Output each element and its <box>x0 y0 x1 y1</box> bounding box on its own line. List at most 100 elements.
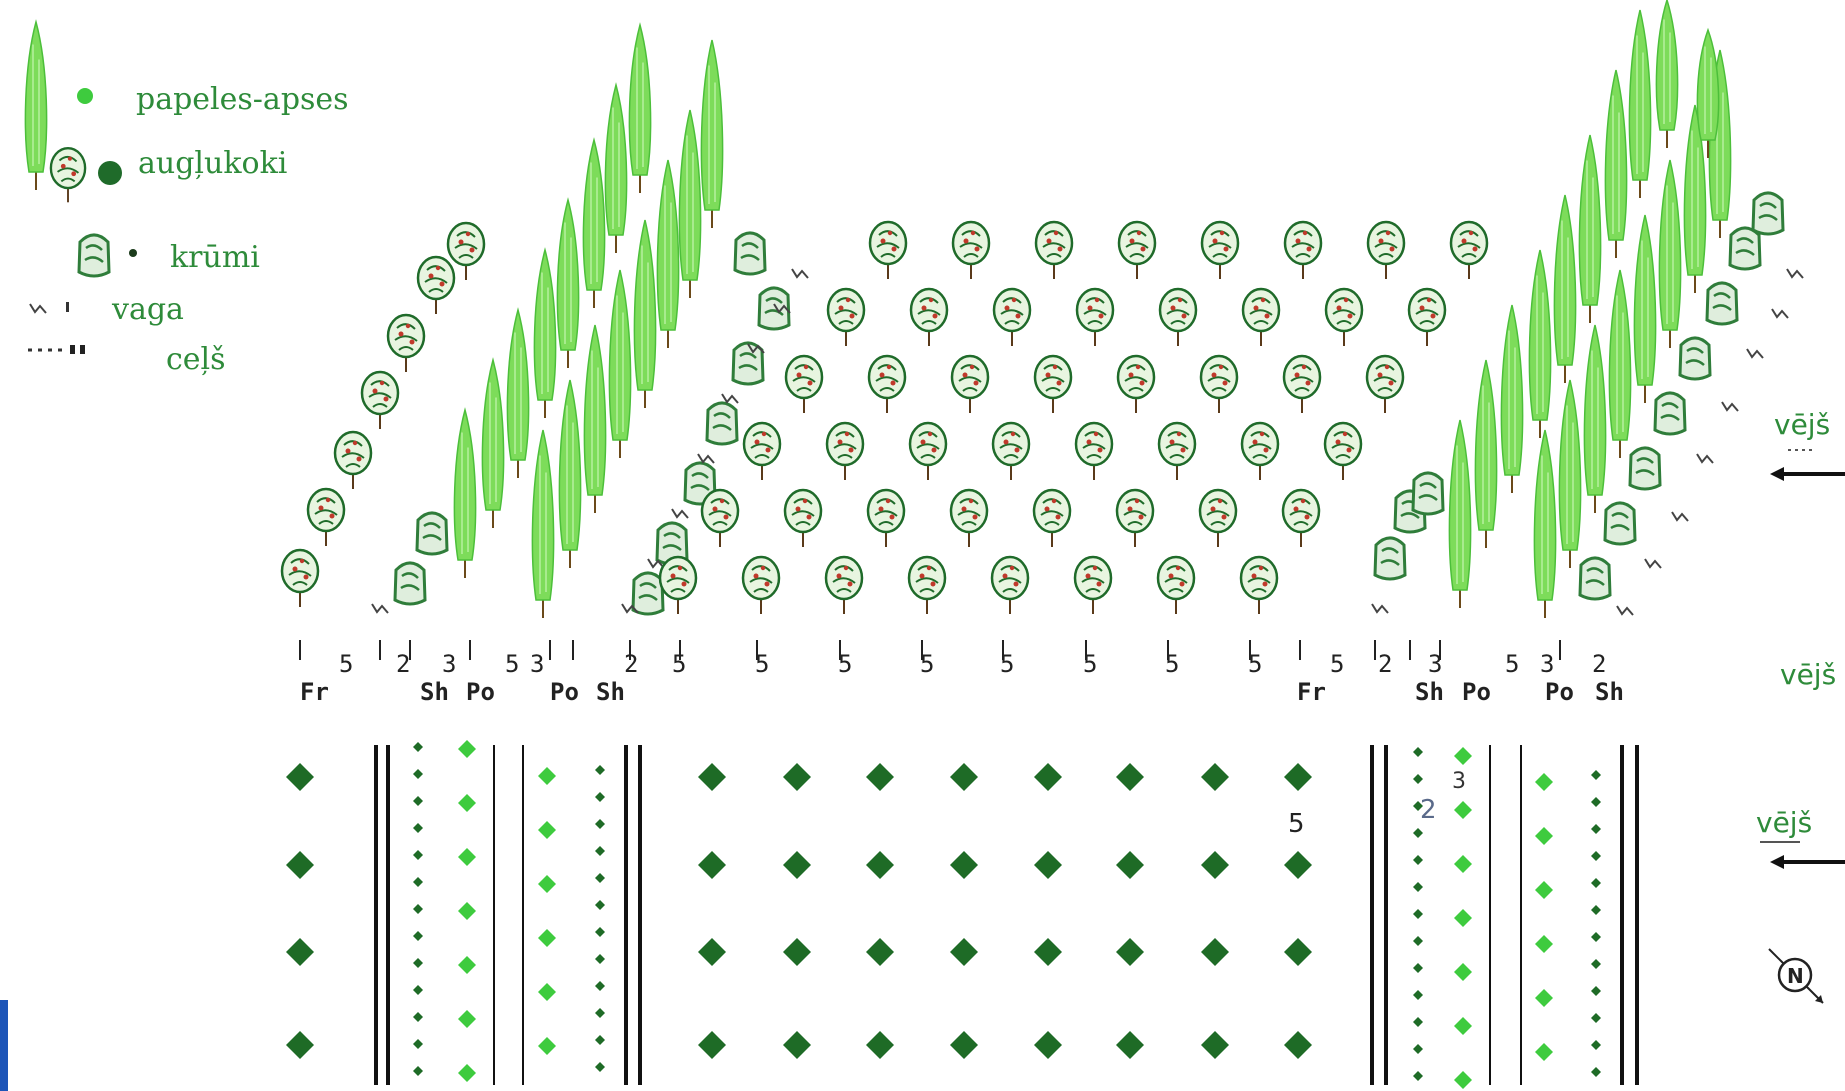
fruit <box>1303 231 1307 235</box>
fruit-tree-icon <box>1409 289 1445 346</box>
poplar-crown <box>1697 30 1718 140</box>
plan-tree-dot <box>866 763 894 791</box>
legend-dot-fruit-tree <box>98 161 122 185</box>
fruit <box>1420 306 1425 311</box>
poplar-icon <box>482 360 503 528</box>
fruit <box>1135 499 1139 503</box>
plan-tree-dot <box>595 1062 605 1072</box>
plan-tree-dot <box>1535 773 1553 791</box>
plan-label-five: 5 <box>1288 809 1305 839</box>
plan-tree-dot <box>698 1031 726 1059</box>
fruit <box>1252 574 1257 579</box>
plan-tree-dot <box>1284 938 1312 966</box>
fruit <box>1097 582 1102 587</box>
furrow-icon <box>1772 309 1788 318</box>
legend-dot-poplar <box>77 88 93 104</box>
poplar-crown <box>584 325 605 495</box>
fruit <box>848 582 853 587</box>
fruit <box>346 449 351 454</box>
fruit-tree-icon <box>826 557 862 614</box>
shrub-icon <box>417 513 447 554</box>
fruit <box>921 440 926 445</box>
fruit <box>963 373 968 378</box>
fruit <box>440 282 445 287</box>
plan-tree-dot <box>413 850 423 860</box>
poplar-crown <box>1584 325 1605 495</box>
plan-tree-dot <box>1591 1067 1601 1077</box>
fruit-tree-icon <box>786 356 822 413</box>
plan-tree-dot <box>595 792 605 802</box>
fruit-tree-icon <box>51 148 85 202</box>
plan-tree-dot <box>1591 1040 1601 1050</box>
poplar-crown <box>507 310 528 460</box>
fruit <box>1011 432 1015 436</box>
poplar-crown <box>1579 135 1600 305</box>
plan-tree-dot <box>1591 797 1601 807</box>
spacing-value: 3 <box>1540 650 1554 678</box>
poplar-icon <box>629 25 650 193</box>
shrub-body <box>1680 338 1710 379</box>
fruit <box>1295 373 1300 378</box>
fruit <box>1046 373 1051 378</box>
compass-letter: N <box>1787 964 1804 988</box>
furrow-icon <box>1787 269 1803 278</box>
fruit-tree-icon <box>868 490 904 547</box>
fruit <box>1057 381 1062 386</box>
spacing-value: 5 <box>339 650 353 678</box>
fruit <box>1302 365 1306 369</box>
fruit <box>844 566 848 570</box>
poplar-icon <box>679 110 700 298</box>
furrow-icon <box>1722 402 1738 411</box>
spacing-value: 3 <box>442 650 456 678</box>
fruit <box>1088 306 1093 311</box>
furrow-icon <box>672 509 688 518</box>
plan-tree-dot <box>1454 1017 1472 1035</box>
poplar-crown <box>1629 10 1650 180</box>
fruit <box>380 381 384 385</box>
shrub-body <box>759 288 789 329</box>
fruit <box>964 239 969 244</box>
poplar-icon <box>1656 0 1677 148</box>
fruit <box>766 448 771 453</box>
fruit-tree-icon <box>869 356 905 413</box>
shrub-body <box>417 513 447 554</box>
plan-tree-dot <box>1591 851 1601 861</box>
shrub-body <box>1413 473 1443 514</box>
plan-tree-dot <box>1284 1031 1312 1059</box>
fruit <box>922 306 927 311</box>
fruit <box>1301 499 1305 503</box>
fruit <box>1181 448 1186 453</box>
fruit <box>1015 448 1020 453</box>
plan-tree-dot <box>950 1031 978 1059</box>
fruit <box>1047 239 1052 244</box>
fruit <box>1098 448 1103 453</box>
fruit <box>1093 566 1097 570</box>
legend-dot-shrub <box>129 249 137 257</box>
poplar-crown <box>1559 380 1580 550</box>
poplar-icon <box>1605 70 1626 258</box>
fruit <box>846 298 850 302</box>
poplar-icon <box>657 160 678 348</box>
fruit <box>1213 239 1218 244</box>
fruit <box>804 365 808 369</box>
fruit <box>931 582 936 587</box>
fruit <box>1141 247 1146 252</box>
plan-tree-dot <box>1201 763 1229 791</box>
poplar-crown <box>634 220 655 390</box>
fruit <box>1171 306 1176 311</box>
shrub-body <box>733 343 763 384</box>
spacing-value: 2 <box>1378 650 1392 678</box>
fruit <box>1294 507 1299 512</box>
fruit-tree-icon <box>992 557 1028 614</box>
fruit <box>1212 373 1217 378</box>
fruit <box>293 567 298 572</box>
fruit-tree-icon <box>1326 289 1362 346</box>
fruit <box>970 365 974 369</box>
fruit <box>1094 432 1098 436</box>
fruit <box>1003 574 1008 579</box>
furrow-icon <box>1672 512 1688 521</box>
fruit-tree-icon <box>827 423 863 480</box>
poplar-crown <box>559 380 580 550</box>
fruit <box>300 559 304 563</box>
fruit <box>1469 231 1473 235</box>
